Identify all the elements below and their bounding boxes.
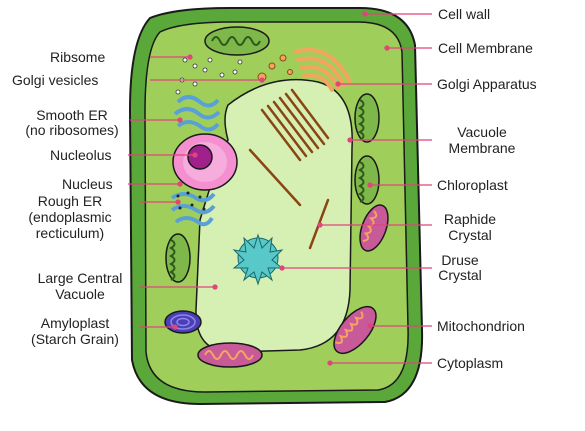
label-golgi-apparatus: Golgi Apparatus	[437, 76, 537, 92]
chloroplast-right-2	[354, 155, 380, 205]
label-rough-er: Rough ER	[37, 193, 103, 209]
chloroplast-left-1	[165, 233, 191, 283]
label-nucleolus: Nucleolus	[50, 147, 112, 163]
label-rough-er-sub2: recticulum)	[35, 225, 105, 241]
mitochondrion-bottom	[197, 342, 263, 368]
label-cell-membrane: Cell Membrane	[438, 40, 533, 56]
amyloplast	[164, 310, 202, 334]
nucleolus	[187, 144, 213, 170]
chloroplast-top	[204, 26, 270, 56]
raphide-bundle	[260, 88, 330, 162]
mitochondrion-right-2	[333, 305, 377, 355]
label-druse-crystal: Druse	[441, 252, 479, 268]
label-golgi-vesicles: Golgi vesicles	[12, 72, 99, 88]
label-raphide-crystal: Raphide	[443, 211, 497, 227]
label-nucleus: Nucleus	[62, 176, 113, 192]
label-large-central-vacuole: Large Central	[37, 270, 123, 286]
label-chloroplast: Chloroplast	[437, 177, 508, 193]
label-cell-wall: Cell wall	[438, 6, 491, 22]
rough-er	[170, 192, 216, 227]
label-raphide-crystal-sub: Crystal	[448, 227, 492, 243]
label-amyloplast: Amyloplast	[40, 315, 110, 331]
label-amyloplast-sub: (Starch Grain)	[31, 331, 119, 347]
label-mitochondrion: Mitochondrion	[437, 318, 525, 334]
leader-lines	[128, 11, 432, 366]
druse-crystal	[232, 233, 284, 286]
smooth-er	[173, 95, 221, 132]
label-rough-er-sub1: (endoplasmic	[28, 209, 112, 225]
label-cytoplasm: Cytoplasm	[437, 355, 504, 371]
chloroplast-right-1	[354, 93, 380, 143]
label-large-central-vacuole-sub: Vacuole	[55, 286, 105, 302]
nucleus	[172, 133, 238, 191]
label-smooth-er: Smooth ER	[36, 107, 108, 123]
label-ribsome: Ribsome	[50, 49, 106, 65]
label-vacuole-membrane: Vacuole	[457, 124, 507, 140]
raphide-crystal-1	[248, 148, 302, 207]
label-druse-crystal-sub: Crystal	[438, 267, 482, 283]
rough-er-ribosomes	[176, 191, 206, 211]
mitochondrion-right-1	[359, 204, 389, 252]
label-smooth-er-sub: (no ribosomes)	[25, 122, 119, 138]
label-vacuole-membrane-sub: Membrane	[448, 140, 516, 156]
